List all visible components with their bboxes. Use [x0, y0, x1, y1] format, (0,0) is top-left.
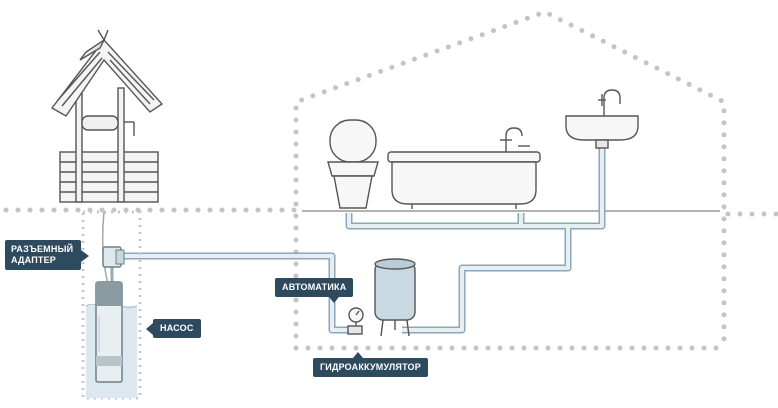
adapter-label-pointer: [81, 250, 89, 262]
pressure-gauge-icon: [347, 307, 364, 335]
automation-label: АВТОМАТИКА: [275, 278, 354, 303]
pump-icon: [95, 211, 125, 383]
automation-label-text: АВТОМАТИКА: [282, 282, 347, 292]
toilet-icon: [327, 119, 379, 209]
sink-faucet-icon: [598, 89, 621, 116]
house-outline: [293, 9, 727, 351]
faucet-icon: [500, 127, 530, 152]
accumulator-tank-icon: [374, 258, 416, 337]
well-icon: [50, 29, 164, 203]
automation-label-pointer: [329, 297, 340, 303]
bathtub-icon: [387, 151, 541, 209]
pump-label-pointer: [146, 323, 153, 335]
accumulator-label-pointer: [353, 352, 363, 358]
adapter-label-text: РАЗЪЕМНЫЙ АДАПТЕР: [11, 244, 74, 265]
pump-label-text: НАСОС: [160, 323, 194, 333]
pump-label: НАСОС: [146, 319, 201, 338]
accumulator-label-text: ГИДРОАККУМУЛЯТОР: [320, 362, 421, 372]
adapter-label: РАЗЪЕМНЫЙ АДАПТЕР: [5, 240, 89, 270]
ground-line: [3, 207, 778, 217]
accumulator-label: ГИДРОАККУМУЛЯТОР: [313, 352, 428, 377]
sink-icon: [565, 115, 639, 149]
